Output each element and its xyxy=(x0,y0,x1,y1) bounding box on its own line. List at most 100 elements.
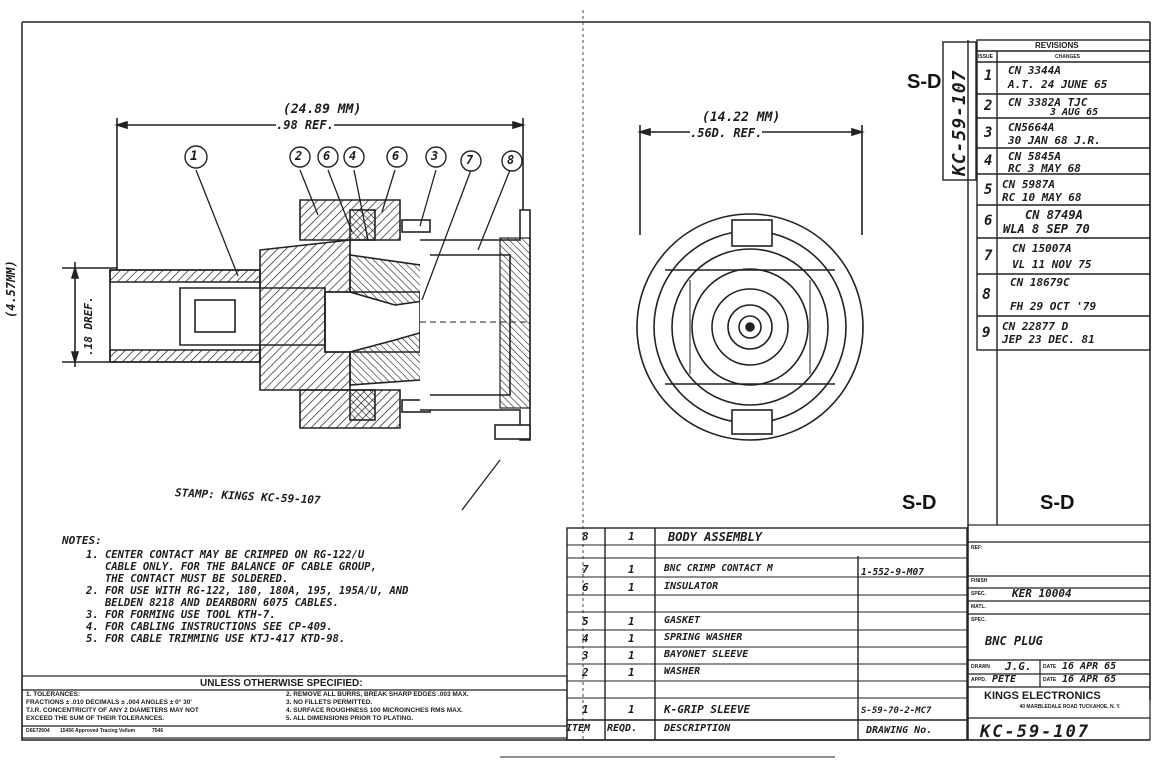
bom-item: 6 xyxy=(582,581,589,594)
dim-width-ref: .56D. REF. xyxy=(690,126,763,140)
note-5: 5. FOR CABLE TRIMMING USE KTJ-417 KTD-98… xyxy=(86,633,346,645)
tb-company: KINGS ELECTRONICS xyxy=(984,690,1101,702)
bom-item: 2 xyxy=(582,666,589,679)
rev-issue: 3 xyxy=(984,125,993,141)
vertical-drawing-number: KC-59-107 xyxy=(949,69,970,176)
tolerance-right: 2. REMOVE ALL BURRS, BREAK SHARP EDGES .… xyxy=(286,691,469,722)
rev-change-line2: A.T. 24 JUNE 65 xyxy=(1008,78,1108,91)
dim-dia-mm: (4.57MM) xyxy=(4,260,18,318)
tolerance-footer-right: 7546 xyxy=(152,728,164,734)
bom-dwg: S-59-70-2-MC7 xyxy=(861,706,932,716)
bom-item: 7 xyxy=(582,563,589,576)
revisions-issue-header: ISSUE xyxy=(978,54,994,60)
rev-change-line1: CN 15007A xyxy=(1012,242,1072,255)
bom-header-desc: DESCRIPTION xyxy=(664,723,731,734)
tb-matl-label: MATL. xyxy=(971,604,986,610)
rev-issue: 1 xyxy=(984,68,993,84)
bom-header-dwg: DRAWING No. xyxy=(866,725,933,736)
rev-change-line1: CN 18679C xyxy=(1010,276,1070,289)
bom-desc: BAYONET SLEEVE xyxy=(664,649,749,660)
balloon-3: 3 xyxy=(431,149,439,163)
rev-change-line1: CN 8749A xyxy=(1025,208,1083,222)
bom-item: 3 xyxy=(582,649,589,662)
rev-change-line2: 30 JAN 68 J.R. xyxy=(1008,134,1101,147)
balloon-6b: 6 xyxy=(392,149,400,163)
tb-spec-value: KER 10004 xyxy=(1012,587,1072,600)
tb-spec2-label: SPEC. xyxy=(971,617,987,623)
rev-change-line2: WLA 8 SEP 70 xyxy=(1003,222,1090,236)
tb-spec-label: SPEC. xyxy=(971,591,987,597)
rev-change-line2: RC 3 MAY 68 xyxy=(1008,162,1081,175)
bom-dwg: 1-552-9-M07 xyxy=(861,567,924,578)
end-view xyxy=(636,125,865,441)
notes-heading: NOTES: xyxy=(62,534,102,547)
tolerance-grid xyxy=(21,675,568,739)
rev-issue: 9 xyxy=(982,325,991,341)
bom-desc: K-GRIP SLEEVE xyxy=(664,703,751,716)
revisions-title: REVISIONS xyxy=(1035,41,1079,50)
bom-item: 5 xyxy=(582,615,589,628)
bom-desc: GASKET xyxy=(664,615,701,626)
tb-drawing-number: KC-59-107 xyxy=(980,722,1091,742)
tb-drawn-label: DRAWN xyxy=(971,664,990,670)
rev-issue: 7 xyxy=(984,248,993,264)
tb-finish-label: FINISH xyxy=(971,578,988,584)
view-label-top: S-D xyxy=(907,71,942,93)
rev-change-line1: CN 22877 D xyxy=(1002,320,1069,333)
note-3: 3. FOR FORMING USE TOOL KTH-7. xyxy=(86,609,276,621)
rev-change-line1: CN 5987A xyxy=(1002,178,1055,191)
rev-change-line1: CN 3382A TJC xyxy=(1008,96,1088,109)
balloon-6a: 6 xyxy=(323,149,331,163)
bom-item: 1 xyxy=(582,703,589,716)
tb-appd-date: 16 APR 65 xyxy=(1062,674,1117,685)
bom-item: 8 xyxy=(582,530,589,543)
bom-desc: BODY ASSEMBLY xyxy=(668,530,762,544)
rev-change-line2: FH 29 OCT '79 xyxy=(1010,300,1097,313)
balloon-4: 4 xyxy=(349,149,357,163)
rev-issue: 6 xyxy=(984,213,993,229)
bom-qty: 1 xyxy=(628,666,635,679)
rev-issue: 4 xyxy=(984,153,993,169)
tb-appd-date-label: DATE xyxy=(1043,677,1057,683)
rev-change-line2: JEP 23 DEC. 81 xyxy=(1002,333,1095,346)
rev-change-line2: VL 11 NOV 75 xyxy=(1012,258,1092,271)
bom-desc: BNC CRIMP CONTACT M xyxy=(664,563,773,574)
bom-qty: 1 xyxy=(628,530,635,543)
bom-desc: SPRING WASHER xyxy=(664,632,743,643)
bom-qty: 1 xyxy=(628,632,635,645)
dim-length-ref: .98 REF. xyxy=(276,118,334,132)
rev-issue: 2 xyxy=(984,98,993,114)
tb-drawn-value: J.G. xyxy=(1005,660,1032,673)
balloon-8: 8 xyxy=(507,153,515,167)
bom-desc: INSULATOR xyxy=(664,581,719,592)
bom-qty: 1 xyxy=(628,563,635,576)
note-4: 4. FOR CABLING INSTRUCTIONS SEE CP-409. xyxy=(86,621,333,633)
rev-change-line2: 3 AUG 65 xyxy=(1050,107,1099,118)
view-label-middle: S-D xyxy=(902,492,937,514)
tolerance-footer-mid: 15456 Approved Tracing Vellum xyxy=(60,728,136,734)
tb-address: 40 MARBLEDALE ROAD TUCKAHOE, N. Y. xyxy=(1019,704,1121,710)
rev-change-line1: CN5664A xyxy=(1008,121,1055,134)
title-block-grid xyxy=(967,524,1151,741)
dim-dia-ref: .18 DREF. xyxy=(82,296,95,356)
tb-appd-label: APPD. xyxy=(971,677,987,683)
tb-ref-label: REF: xyxy=(971,545,983,551)
bom-qty: 1 xyxy=(628,703,635,716)
bom-qty: 1 xyxy=(628,581,635,594)
view-label-right: S-D xyxy=(1040,492,1075,514)
rev-change-line2: RC 10 MAY 68 xyxy=(1002,191,1082,204)
item-balloons xyxy=(184,145,523,172)
bom-desc: WASHER xyxy=(664,666,701,677)
bom-item: 4 xyxy=(582,632,589,645)
dim-length-mm: (24.89 MM) xyxy=(283,102,362,117)
bom-header-qty: REQD. xyxy=(607,723,638,734)
tolerance-left: 1. TOLERANCES: FRACTIONS ± .010 DECIMALS… xyxy=(26,691,199,722)
tolerance-footer-left: D6E72604 xyxy=(26,728,50,734)
note-1: 1. CENTER CONTACT MAY BE CRIMPED ON RG-1… xyxy=(86,549,377,585)
notes-block: NOTES: 1. CENTER CONTACT MAY BE CRIMPED … xyxy=(62,534,562,645)
tb-date-label: DATE xyxy=(1043,664,1057,670)
balloon-7: 7 xyxy=(466,153,474,167)
note-2: 2. FOR USE WITH RG-122, 180, 180A, 195, … xyxy=(86,585,409,609)
rev-issue: 5 xyxy=(984,182,993,198)
